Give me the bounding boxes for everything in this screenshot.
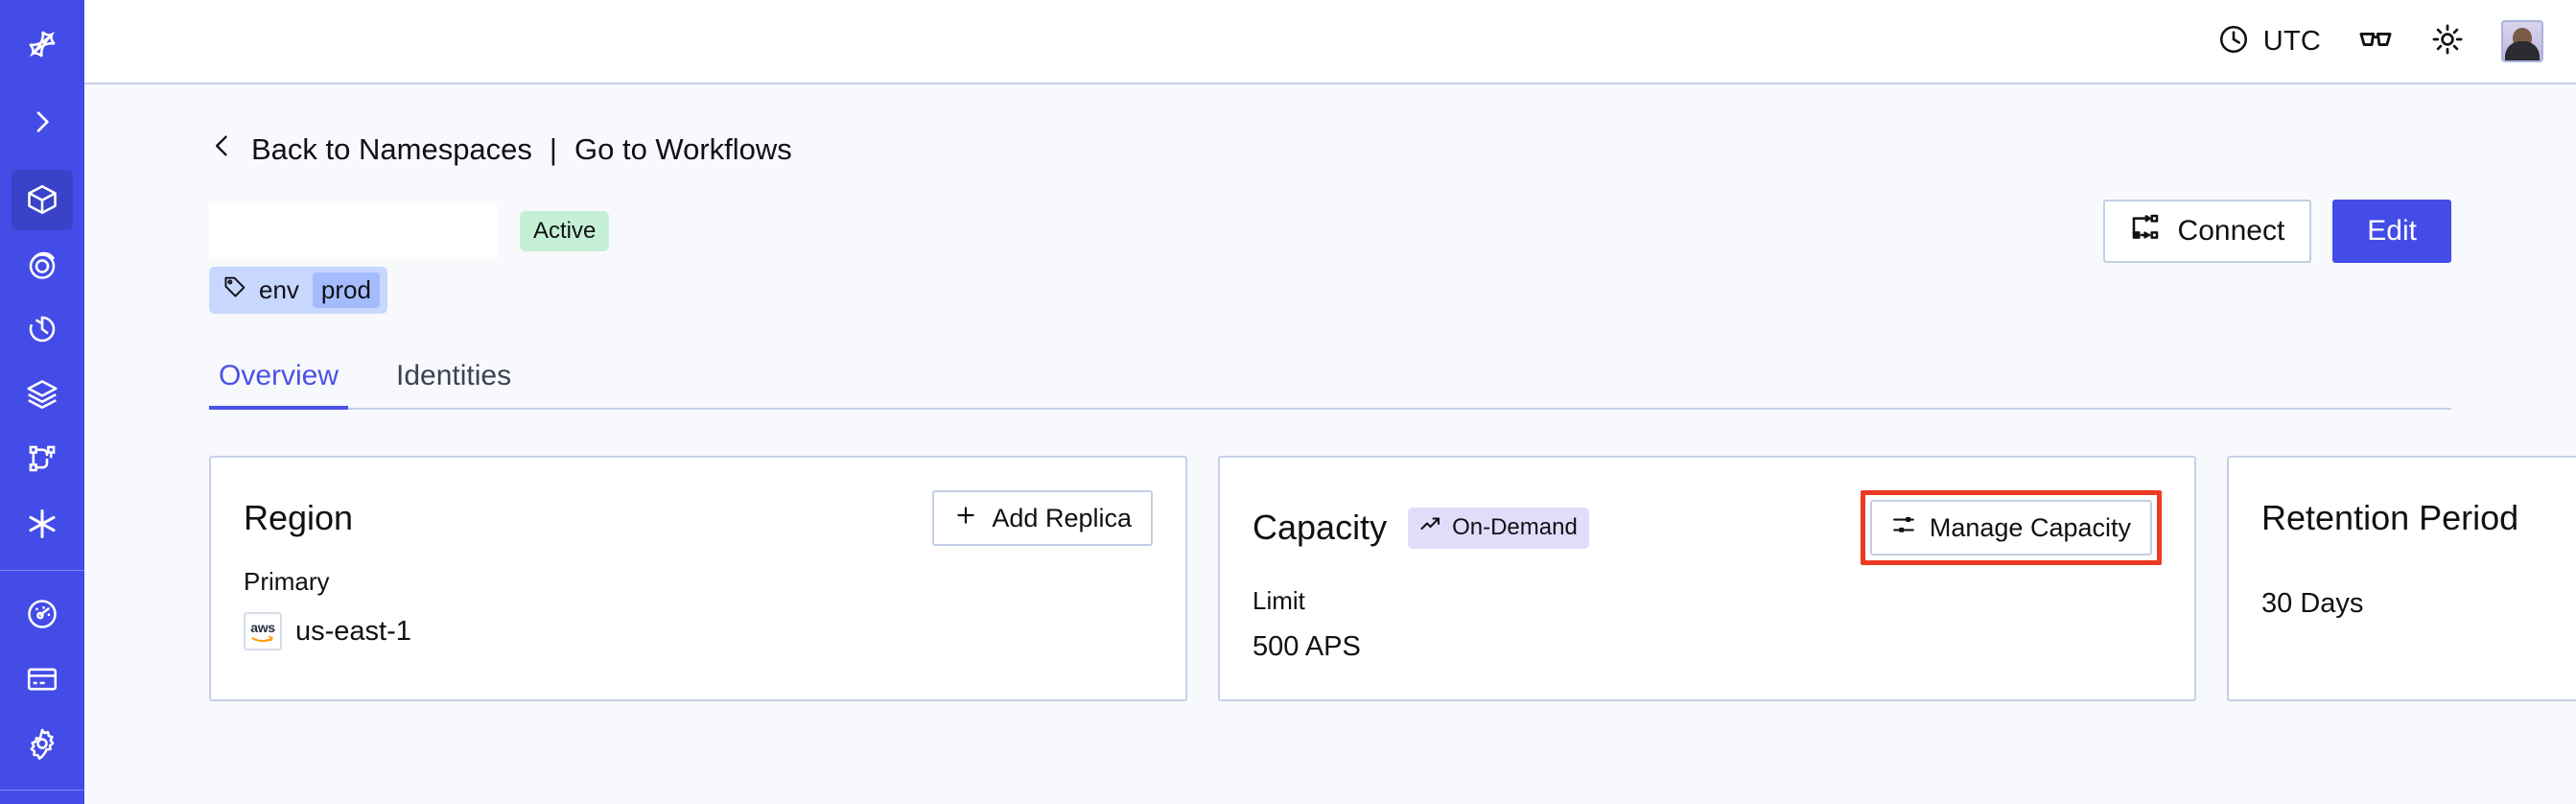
capacity-value: 500 APS	[1253, 631, 1361, 662]
layers-icon	[25, 377, 59, 412]
manage-capacity-button[interactable]: Manage Capacity	[1869, 500, 2152, 556]
capacity-card-header: Capacity On-Demand	[1253, 490, 2162, 565]
chevron-right-icon	[27, 106, 58, 137]
retention-card-title: Retention Period	[2261, 498, 2519, 537]
page-content: Back to Namespaces | Go to Workflows Act…	[84, 84, 2576, 804]
status-badge: Active	[520, 211, 610, 251]
region-card-header: Region Add Replica	[244, 490, 1153, 546]
plus-icon	[953, 503, 978, 534]
asterisk-icon	[24, 506, 60, 542]
brand-logo-icon-button[interactable]	[12, 13, 73, 74]
connect-button-label: Connect	[2177, 215, 2285, 247]
sidebar-item-settings[interactable]	[12, 714, 73, 774]
retention-card-header: Retention Period	[2261, 490, 2576, 546]
tag-icon	[222, 274, 247, 306]
sidebar-divider-2	[0, 790, 84, 792]
region-card: Region Add Replica Primary	[209, 456, 1187, 701]
sidebar-divider-1	[0, 569, 84, 571]
clock-history-icon	[25, 312, 59, 346]
capacity-card-title: Capacity	[1253, 508, 1388, 547]
timezone-label: UTC	[2262, 25, 2321, 57]
git-branch-icon	[26, 442, 59, 475]
page-title	[209, 203, 497, 259]
breadcrumb: Back to Namespaces | Go to Workflows	[209, 130, 2451, 169]
tag-key: env	[259, 275, 299, 304]
add-replica-button[interactable]: Add Replica	[932, 490, 1153, 546]
region-card-title: Region	[244, 498, 354, 537]
sidebar-item-schedules[interactable]	[12, 299, 73, 360]
capacity-card: Capacity On-Demand	[1218, 456, 2196, 701]
cube-icon	[25, 182, 59, 217]
trending-up-icon	[1419, 513, 1442, 543]
sidebar-item-billing[interactable]	[12, 649, 73, 709]
gauge-icon	[25, 597, 59, 631]
edit-button[interactable]: Edit	[2332, 200, 2451, 263]
theme-toggle-button[interactable]	[2430, 22, 2465, 61]
clock-icon	[2217, 23, 2250, 60]
gear-icon	[25, 726, 59, 761]
tag-row: env prod	[209, 267, 2451, 314]
main-area: UTC	[84, 0, 2576, 804]
glasses-icon	[2357, 21, 2394, 62]
overview-cards: Region Add Replica Primary	[209, 456, 2576, 701]
avatar[interactable]	[2501, 20, 2543, 62]
region-primary-label: Primary	[244, 567, 330, 596]
sidebar-item-observability[interactable]	[12, 234, 73, 295]
aws-logo-icon: aws	[244, 612, 282, 650]
tab-bar: Overview Identities	[209, 358, 2451, 410]
tab-overview[interactable]: Overview	[209, 360, 349, 410]
add-replica-label: Add Replica	[992, 503, 1132, 532]
sidebar-item-usage[interactable]	[12, 584, 73, 645]
breadcrumb-divider: |	[549, 132, 557, 166]
capacity-limit-label: Limit	[1253, 586, 1305, 615]
retention-card: Retention Period 30 Days	[2227, 456, 2576, 701]
title-actions: Connect Edit	[2102, 200, 2451, 263]
connect-icon	[2130, 212, 2161, 250]
region-value: us-east-1	[295, 615, 411, 647]
expand-sidebar-button[interactable]	[12, 91, 73, 152]
timezone-selector[interactable]: UTC	[2217, 23, 2321, 60]
sun-icon	[2430, 22, 2465, 61]
connect-button[interactable]: Connect	[2102, 200, 2312, 263]
title-row: Active	[209, 200, 2451, 263]
temporal-logo-icon	[25, 27, 59, 61]
on-demand-badge: On-Demand	[1408, 507, 1589, 549]
on-demand-badge-label: On-Demand	[1452, 514, 1578, 540]
sidebar-item-deployments[interactable]	[12, 364, 73, 424]
content-wrapper: Back to Namespaces | Go to Workflows Act…	[84, 130, 2576, 701]
tag-value: prod	[312, 272, 380, 308]
chevron-left-icon[interactable]	[209, 130, 236, 169]
aws-logo-text: aws	[250, 620, 275, 635]
region-value-row: aws us-east-1	[244, 612, 1153, 650]
tab-identities[interactable]: Identities	[396, 360, 512, 391]
manage-capacity-label: Manage Capacity	[1929, 512, 2131, 542]
glasses-icon-button[interactable]	[2357, 21, 2394, 62]
retention-value: 30 Days	[2261, 588, 2364, 619]
manage-capacity-highlight: Manage Capacity	[1860, 490, 2162, 565]
namespace-tag[interactable]: env prod	[209, 267, 387, 314]
sliders-icon	[1891, 512, 1916, 544]
top-bar: UTC	[84, 0, 2576, 84]
sidebar	[0, 0, 84, 804]
edit-button-label: Edit	[2367, 215, 2417, 247]
credit-card-icon	[25, 662, 59, 697]
back-to-namespaces-link[interactable]: Back to Namespaces	[251, 132, 532, 166]
sidebar-item-namespaces[interactable]	[12, 169, 73, 231]
sidebar-item-nexus[interactable]	[12, 493, 73, 554]
eye-icon	[25, 248, 59, 282]
sidebar-item-workflows[interactable]	[12, 429, 73, 489]
go-to-workflows-link[interactable]: Go to Workflows	[574, 132, 792, 166]
